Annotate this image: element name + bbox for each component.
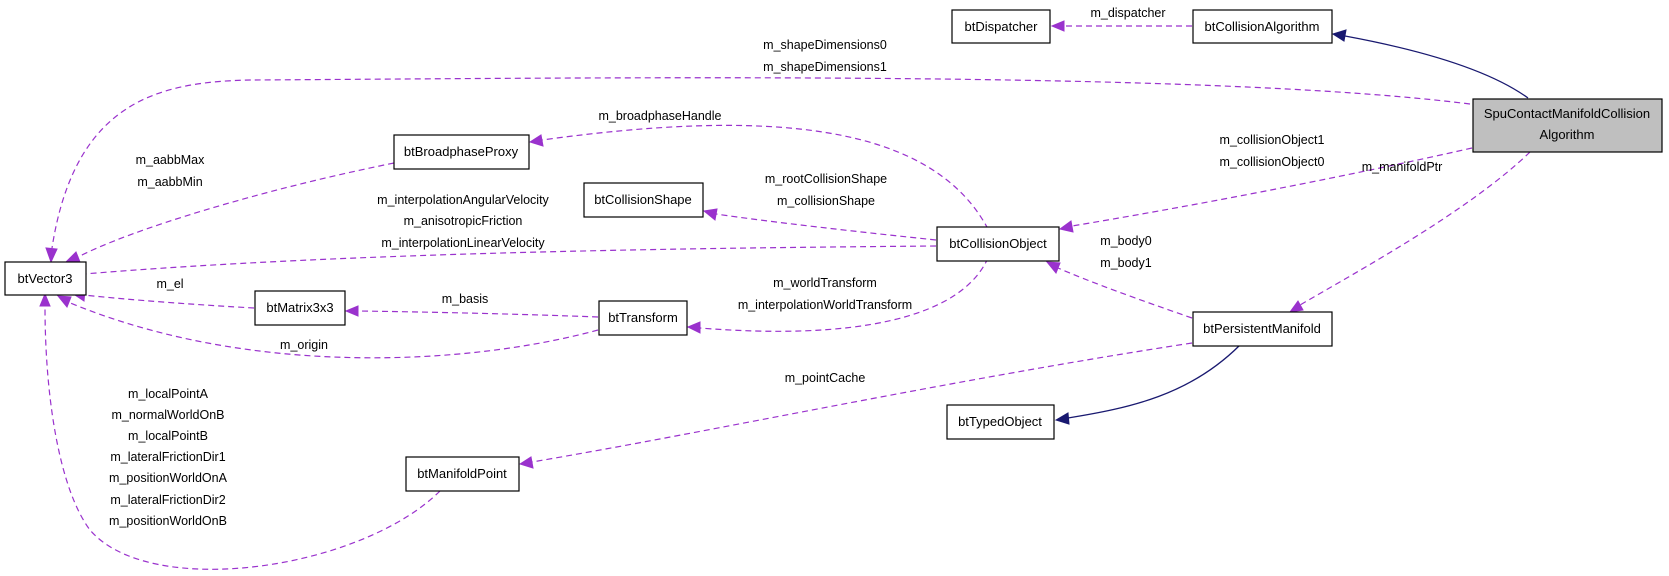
edge-basis: m_basis	[344, 292, 599, 318]
node-bt-manifold-point[interactable]: btManifoldPoint	[405, 456, 520, 492]
edge-label: m_basis	[442, 292, 489, 306]
node-spu-contact-manifold-collision-algorithm[interactable]: SpuContactManifoldCollision Algorithm	[1472, 98, 1663, 153]
edge-point-cache: m_pointCache	[518, 342, 1193, 469]
edge-label: m_pointCache	[785, 371, 866, 385]
edge-collision-shape: m_rootCollisionShape m_collisionShape	[702, 172, 937, 241]
edge-manifold-ptr: m_manifoldPtr	[1288, 151, 1531, 313]
node-bt-persistent-manifold[interactable]: btPersistentManifold	[1192, 311, 1333, 347]
node-label: btCollisionAlgorithm	[1205, 19, 1320, 34]
edge-label: m_manifoldPtr	[1362, 160, 1443, 174]
edge-bodies: m_body0 m_body1	[1045, 234, 1193, 319]
node-label: btBroadphaseProxy	[404, 144, 519, 159]
edge-label: m_aabbMin	[137, 175, 202, 189]
node-label: btVector3	[18, 271, 73, 286]
node-label: btTypedObject	[958, 414, 1042, 429]
edge-dispatcher: m_dispatcher	[1050, 6, 1192, 32]
edge-label: m_anisotropicFriction	[404, 214, 523, 228]
edge-label: m_positionWorldOnA	[109, 471, 228, 485]
edge-el: m_el	[70, 277, 255, 309]
edge-label: m_localPointB	[128, 429, 208, 443]
edge-label: m_rootCollisionShape	[765, 172, 887, 186]
node-bt-typed-object[interactable]: btTypedObject	[946, 404, 1055, 440]
edge-label: m_dispatcher	[1090, 6, 1165, 20]
edge-shape-dimensions: m_shapeDimensions0 m_shapeDimensions1	[45, 38, 1471, 264]
edge-label: m_collisionObject1	[1220, 133, 1325, 147]
edge-inherit-typed-object	[1054, 344, 1241, 425]
node-bt-collision-object[interactable]: btCollisionObject	[936, 226, 1060, 262]
edge-label: m_positionWorldOnB	[109, 514, 227, 528]
node-bt-broadphase-proxy[interactable]: btBroadphaseProxy	[393, 134, 530, 170]
node-label: btTransform	[608, 310, 678, 325]
edge-label: m_body1	[1100, 256, 1151, 270]
edge-label: m_body0	[1100, 234, 1151, 248]
node-label: btPersistentManifold	[1203, 321, 1321, 336]
node-label: btCollisionObject	[949, 236, 1047, 251]
edge-label: m_aabbMax	[136, 153, 206, 167]
node-bt-matrix3x3[interactable]: btMatrix3x3	[254, 290, 346, 326]
node-label: btDispatcher	[965, 19, 1039, 34]
edge-label: m_lateralFrictionDir2	[110, 493, 225, 507]
node-label: btMatrix3x3	[266, 300, 333, 315]
edge-label: m_origin	[280, 338, 328, 352]
node-label: SpuContactManifoldCollision	[1484, 106, 1650, 121]
edge-origin: m_origin	[56, 295, 599, 359]
node-label: btCollisionShape	[594, 192, 692, 207]
edge-label: m_collisionShape	[777, 194, 875, 208]
edge-label: m_shapeDimensions0	[763, 38, 887, 52]
edge-label: m_lateralFrictionDir1	[110, 450, 225, 464]
edge-label: m_interpolationLinearVelocity	[381, 236, 545, 250]
edge-aabb: m_aabbMax m_aabbMin	[64, 153, 395, 263]
edge-broadphase-handle: m_broadphaseHandle	[528, 109, 989, 230]
edge-label: m_interpolationWorldTransform	[738, 298, 912, 312]
node-bt-transform[interactable]: btTransform	[598, 300, 688, 336]
edge-label: m_interpolationAngularVelocity	[377, 193, 549, 207]
edge-label: m_collisionObject0	[1220, 155, 1325, 169]
edge-collision-objects: m_collisionObject1 m_collisionObject0	[1058, 133, 1473, 233]
edge-point-vectors: m_localPointA m_normalWorldOnB m_localPo…	[39, 292, 441, 570]
edge-label: m_broadphaseHandle	[598, 109, 721, 123]
edge-label: m_localPointA	[128, 387, 209, 401]
edge-label: m_worldTransform	[773, 276, 877, 290]
node-bt-vector3[interactable]: btVector3	[4, 261, 87, 296]
node-label: Algorithm	[1540, 127, 1595, 142]
edge-inherit-collision-algorithm	[1331, 29, 1529, 99]
edge-label: m_normalWorldOnB	[111, 408, 224, 422]
node-bt-collision-algorithm[interactable]: btCollisionAlgorithm	[1192, 9, 1333, 44]
edge-label: m_shapeDimensions1	[763, 60, 887, 74]
edge-label: m_el	[156, 277, 183, 291]
node-bt-collision-shape[interactable]: btCollisionShape	[583, 182, 704, 218]
edge-world-transform: m_worldTransform m_interpolationWorldTra…	[686, 257, 989, 334]
node-bt-dispatcher[interactable]: btDispatcher	[951, 9, 1051, 44]
node-label: btManifoldPoint	[417, 466, 507, 481]
